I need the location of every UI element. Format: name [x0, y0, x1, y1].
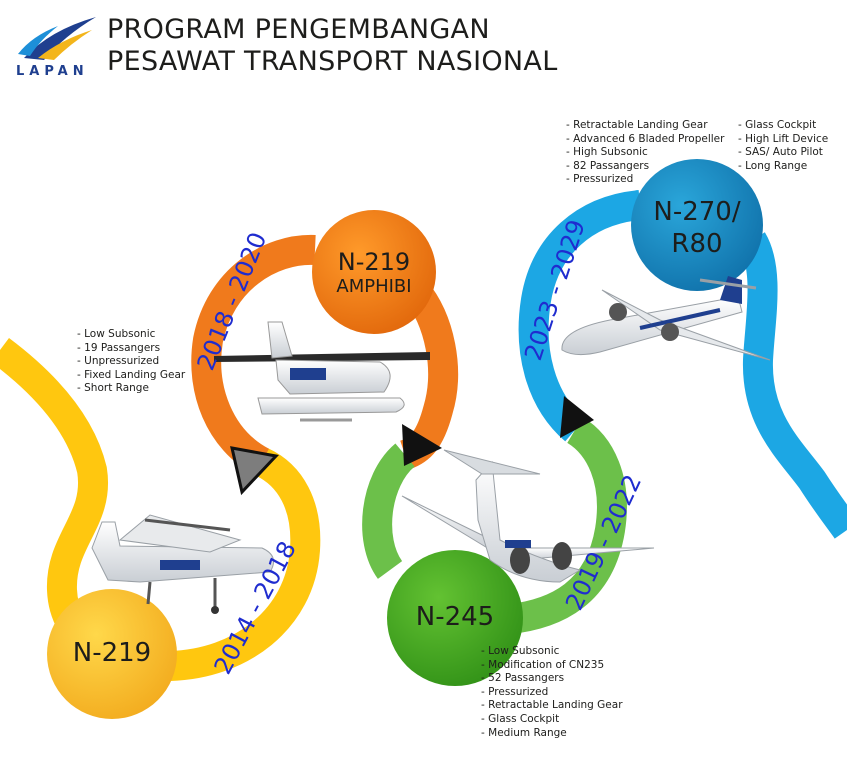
spec-item: Modification of CN235: [481, 659, 623, 673]
title-line-2: PESAWAT TRANSPORT NASIONAL: [107, 46, 558, 77]
spec-item: 19 Passangers: [77, 342, 185, 356]
spec-item: Long Range: [738, 160, 828, 174]
specs-n270-left: Retractable Landing Gear Advanced 6 Blad…: [566, 119, 724, 187]
specs-n270-right: Glass Cockpit High Lift Device SAS/ Auto…: [738, 119, 828, 173]
spec-item: Pressurized: [481, 686, 623, 700]
node-label-n245: N-245: [415, 602, 495, 632]
track-2023-2029: [518, 190, 847, 539]
lapan-logo-text: LAPAN: [16, 64, 89, 79]
node-n219-amphibi: [312, 210, 436, 334]
spec-item: Unpressurized: [77, 355, 185, 369]
node-label-n219: N-219: [72, 638, 152, 668]
spec-item: Glass Cockpit: [481, 713, 623, 727]
spec-item: Glass Cockpit: [738, 119, 828, 133]
spec-item: Low Subsonic: [481, 645, 623, 659]
arrow-to-amphibi: [230, 446, 279, 496]
node-label-n219-amphibi: N-219 AMPHIBI: [314, 248, 434, 298]
track-2019-2022: [362, 417, 627, 635]
spec-item: Advanced 6 Bladed Propeller: [566, 133, 724, 147]
spec-item: Short Range: [77, 382, 185, 396]
arrow-to-n245: [402, 424, 442, 466]
spec-item: Fixed Landing Gear: [77, 369, 185, 383]
page-title: PROGRAM PENGEMBANGAN PESAWAT TRANSPORT N…: [107, 14, 558, 78]
title-line-1: PROGRAM PENGEMBANGAN: [107, 14, 490, 45]
aircraft-n245-image: [401, 449, 655, 583]
node-label-n270: N-270/ R80: [637, 196, 757, 260]
lapan-logo: [18, 17, 96, 60]
node-n219: [47, 589, 177, 719]
node-label-n219-amphibi-line1: N-219: [337, 248, 411, 276]
spec-item: 82 Passangers: [566, 160, 724, 174]
spec-item: Retractable Landing Gear: [481, 699, 622, 713]
spec-item: High Lift Device: [738, 133, 828, 147]
aircraft-n219-image: [91, 514, 275, 614]
spec-item: SAS/ Auto Pilot: [738, 146, 828, 160]
spec-item: Pressurized: [566, 173, 724, 187]
node-label-n270-line1: N-270/: [653, 197, 741, 227]
specs-n219: Low Subsonic 19 Passangers Unpressurized…: [77, 328, 185, 396]
node-n270: [631, 159, 763, 291]
spec-item: High Subsonic: [566, 146, 724, 160]
spec-item: Low Subsonic: [77, 328, 185, 342]
arrow-to-n270: [560, 396, 594, 438]
spec-item: Retractable Landing Gear: [566, 119, 724, 133]
aircraft-n270-image: [561, 276, 771, 361]
spec-item: 52 Passangers: [481, 672, 623, 686]
specs-n245: Low Subsonic Modification of CN235 52 Pa…: [481, 645, 623, 741]
spec-item: Medium Range: [481, 727, 623, 741]
node-label-n270-line2: R80: [671, 229, 723, 259]
node-label-n219-amphibi-line2: AMPHIBI: [336, 276, 412, 297]
aircraft-n219-amphibi-image: [214, 321, 430, 422]
period-label-2018-2020: 2018 - 2020: [192, 228, 273, 374]
